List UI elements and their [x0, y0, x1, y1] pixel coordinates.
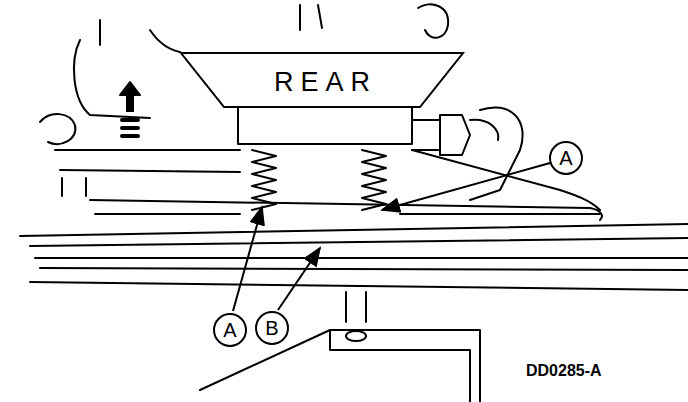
callout-letter: B — [255, 311, 289, 345]
spacer-block: REAR — [180, 52, 464, 108]
callout-letter: A — [213, 313, 247, 347]
callout-letter-text: A — [559, 148, 572, 168]
figure-code: DD0285-A — [526, 362, 602, 380]
callout-letter: A — [549, 141, 583, 175]
trapezoid-path — [181, 53, 463, 107]
callout-letter-text: A — [223, 320, 236, 340]
block-label: REAR — [267, 63, 377, 98]
callout-letter-text: B — [265, 318, 278, 338]
